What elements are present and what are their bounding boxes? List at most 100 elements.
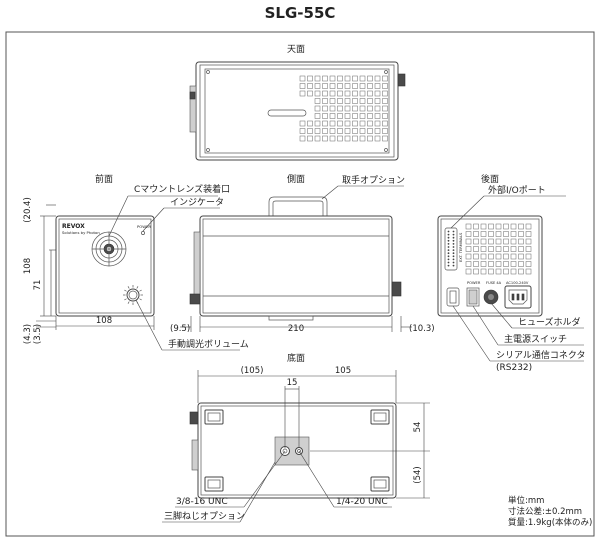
vent-hole [374,90,381,97]
callout-c-mount: Cマウントレンズ装着口 [134,183,230,195]
vent-hole [518,253,524,260]
vent-hole [495,253,502,260]
vent-hole [314,135,321,142]
vent-hole [374,98,381,104]
front-dimensions [36,204,155,330]
callout-fuse: ヒューズホルダ [518,316,581,328]
callout-screw-1-4: 1/4-20 UNC [336,497,388,507]
vent-hole [465,246,472,252]
dim-front-bottom-a: (4.3) [23,324,33,344]
vent-hole [518,268,524,275]
vent-hole [473,231,479,237]
indicator-lamp [141,231,145,235]
vent-hole [299,83,306,89]
vent-hole [367,113,373,119]
vent-hole [374,113,381,119]
vent-hole [344,113,351,119]
vent-hole [337,98,343,104]
vent-hole [314,113,321,119]
vent-hole [337,128,343,134]
vent-hole [382,75,388,82]
io-pin [447,261,450,264]
knob-tick [139,289,142,292]
vent-hole [473,246,479,252]
vent-hole [359,105,366,112]
top-vent-grid [299,75,388,142]
vent-hole [352,113,358,119]
vent-hole [344,105,351,112]
vent-hole [352,75,358,82]
vent-hole [344,98,351,104]
vent-hole [465,261,472,267]
vent-hole [329,98,336,104]
vent-hole [503,223,509,230]
vent-hole [510,261,517,267]
vent-hole [367,105,373,112]
vent-hole [382,135,388,142]
vent-hole [488,231,494,237]
vent-hole [382,83,388,89]
vent-hole [488,246,494,252]
vent-hole [488,238,494,245]
vent-hole [465,268,472,275]
vent-hole [525,223,532,230]
vent-hole [329,83,336,89]
dim-front-height: 108 [23,258,33,274]
c-mount-port [91,231,127,267]
vent-hole [344,83,351,89]
dim-front-bottom-b: (3.5) [33,324,43,344]
vent-hole [495,261,502,267]
vent-hole [314,75,321,82]
vent-hole [359,135,366,142]
vent-hole [503,268,509,275]
vent-hole [510,268,517,275]
brand-tagline: Solutions by Photon [62,230,100,235]
vent-hole [322,128,328,134]
vent-hole [503,231,509,237]
io-pin [447,249,450,252]
vent-hole [352,83,358,89]
io-pin [452,236,455,239]
vent-hole [374,128,381,134]
vent-hole [352,90,358,97]
front-power-label: POWER [137,224,151,229]
io-pin [452,264,455,267]
side-view-label: 側面 [287,173,305,185]
vent-hole [337,90,343,97]
vent-hole [374,105,381,112]
io-pin [452,246,455,248]
vent-hole [322,83,328,89]
knob-tick [124,289,127,292]
vent-hole [525,253,532,260]
vent-hole [322,113,328,119]
spec-tolerance: 寸法公差:±0.2mm [508,506,582,517]
vent-hole [510,223,517,230]
vent-hole [382,90,388,97]
vent-hole [473,268,479,275]
vent-hole [329,105,336,112]
vent-hole [359,90,366,97]
vent-hole [488,261,494,267]
vent-hole [322,120,328,127]
callout-dimmer: 手動調光ボリューム [168,338,249,350]
dim-bottom-depth: 54 [413,422,423,433]
vent-hole [337,75,343,82]
vent-hole [329,120,336,127]
vent-hole [480,253,487,260]
knob-tick [127,286,130,289]
io-pin [447,246,450,248]
vent-hole [367,98,373,104]
io-pin [447,255,450,258]
ac-label: AC100-240V [506,281,529,285]
vent-hole [344,128,351,134]
vent-hole [337,83,343,89]
vent-hole [314,98,321,104]
vent-hole [329,75,336,82]
side-view [189,196,402,321]
vent-hole [337,120,343,127]
vent-hole [352,128,358,134]
vent-hole [518,261,524,267]
vent-hole [299,120,306,127]
